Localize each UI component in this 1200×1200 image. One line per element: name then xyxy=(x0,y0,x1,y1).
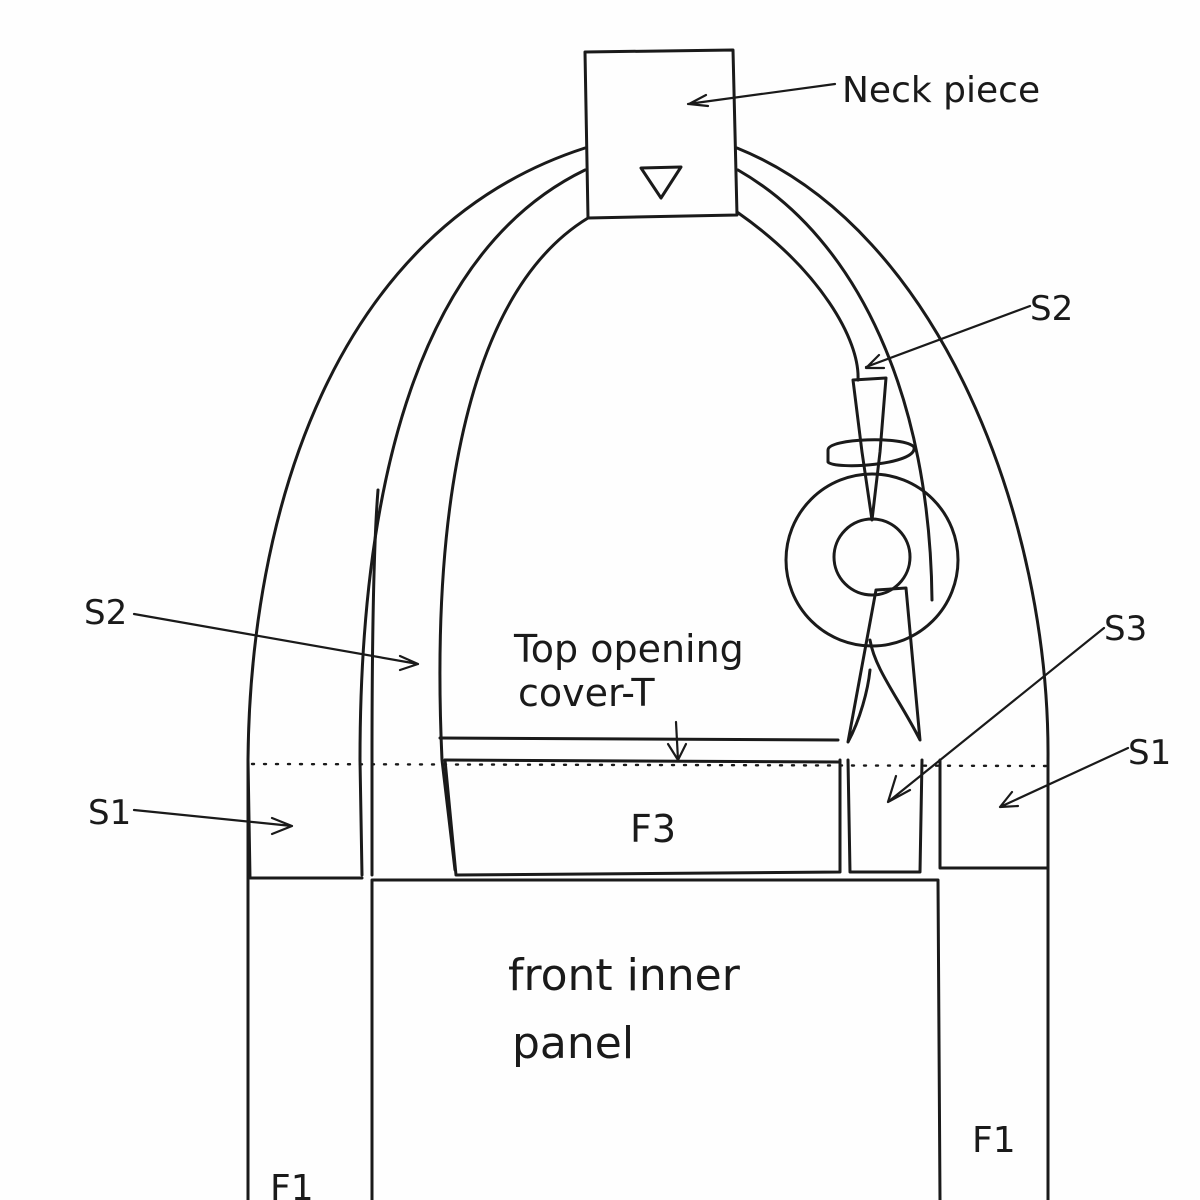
label-panel: panel xyxy=(512,1018,634,1069)
s1-left-panel xyxy=(246,758,364,880)
neck-piece-triangle xyxy=(639,165,683,200)
s3-panel xyxy=(846,758,924,874)
s3-arrow xyxy=(886,626,1106,804)
label-s3: S3 xyxy=(1104,609,1147,649)
label-s2-left: S2 xyxy=(84,593,127,633)
neck-piece-box xyxy=(583,48,739,220)
cover-t-arrow xyxy=(666,720,688,762)
label-f3: F3 xyxy=(630,807,676,851)
label-s1-left: S1 xyxy=(88,793,131,833)
front-inner-panel xyxy=(370,878,942,1200)
s2-left-arrow xyxy=(132,612,420,672)
fold-line xyxy=(250,762,1050,768)
strap-keeper xyxy=(826,438,916,468)
label-s1-right: S1 xyxy=(1128,733,1171,773)
label-neck-piece: Neck piece xyxy=(842,70,1040,111)
neck-piece-arrow xyxy=(686,82,837,108)
label-s2-right: S2 xyxy=(1030,289,1073,329)
label-front-inner: front inner xyxy=(508,950,741,1001)
strap-outer-inner-line xyxy=(358,168,934,877)
ring-tab-lower xyxy=(846,586,922,744)
s1-right-arrow xyxy=(998,746,1130,809)
label-cover-t: cover-T xyxy=(518,671,655,715)
s1-left-arrow xyxy=(132,808,294,836)
keeper-tab xyxy=(851,376,888,522)
o-ring-inner xyxy=(832,517,912,597)
top-opening-cover xyxy=(438,736,842,764)
strap-s2-left-edge xyxy=(370,488,380,877)
label-top-opening: Top opening xyxy=(513,627,744,671)
s2-right-arrow xyxy=(864,304,1032,370)
f3-panel xyxy=(443,758,842,877)
s1-right-panel xyxy=(938,758,1050,870)
label-f1-right: F1 xyxy=(972,1120,1016,1161)
label-f1-left: F1 xyxy=(270,1168,314,1200)
strap-inner xyxy=(438,210,860,872)
